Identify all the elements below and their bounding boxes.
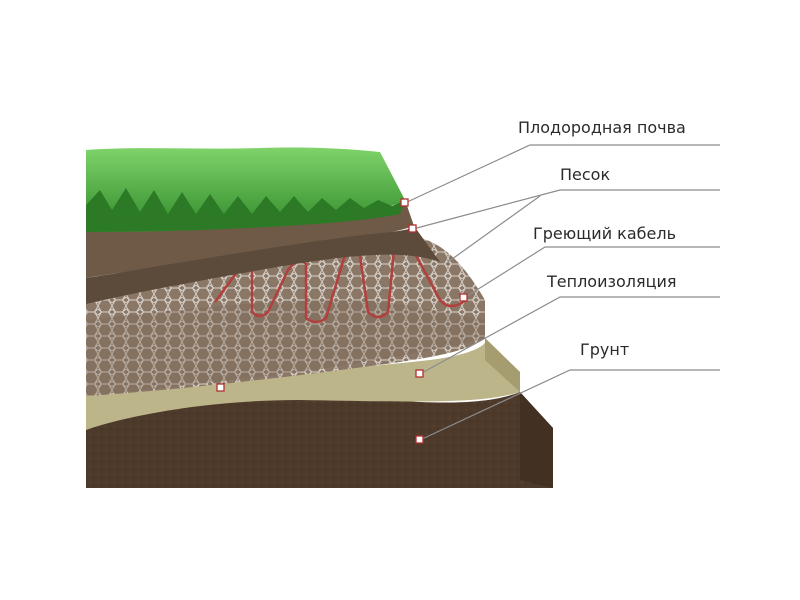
point-markers <box>216 198 468 444</box>
leader-insulation <box>419 296 720 375</box>
grass-layer <box>86 147 405 232</box>
leader-sand <box>412 189 720 230</box>
label-ground: Грунт <box>580 340 629 359</box>
leader-cable <box>463 246 720 299</box>
marker-topsoil <box>400 198 409 207</box>
marker-sand <box>408 224 417 233</box>
ground-layer <box>86 392 553 488</box>
marker-mesh <box>216 383 225 392</box>
label-heating-cable: Греющий кабель <box>533 224 676 243</box>
leader-sand-2 <box>447 195 541 263</box>
marker-cable <box>459 293 468 302</box>
label-insulation: Теплоизоляция <box>546 272 677 291</box>
topsoil-layer <box>86 200 440 304</box>
leader-lines <box>404 144 720 441</box>
marker-insulation <box>415 369 424 378</box>
marker-ground <box>415 435 424 444</box>
layer-labels: Плодородная почва Песок Греющий кабель Т… <box>518 118 686 359</box>
label-sand: Песок <box>560 165 610 184</box>
sand-mesh-layer <box>86 235 485 396</box>
insulation-layer <box>86 338 520 430</box>
leader-topsoil <box>404 144 720 204</box>
label-topsoil: Плодородная почва <box>518 118 686 137</box>
leader-ground <box>419 369 720 441</box>
